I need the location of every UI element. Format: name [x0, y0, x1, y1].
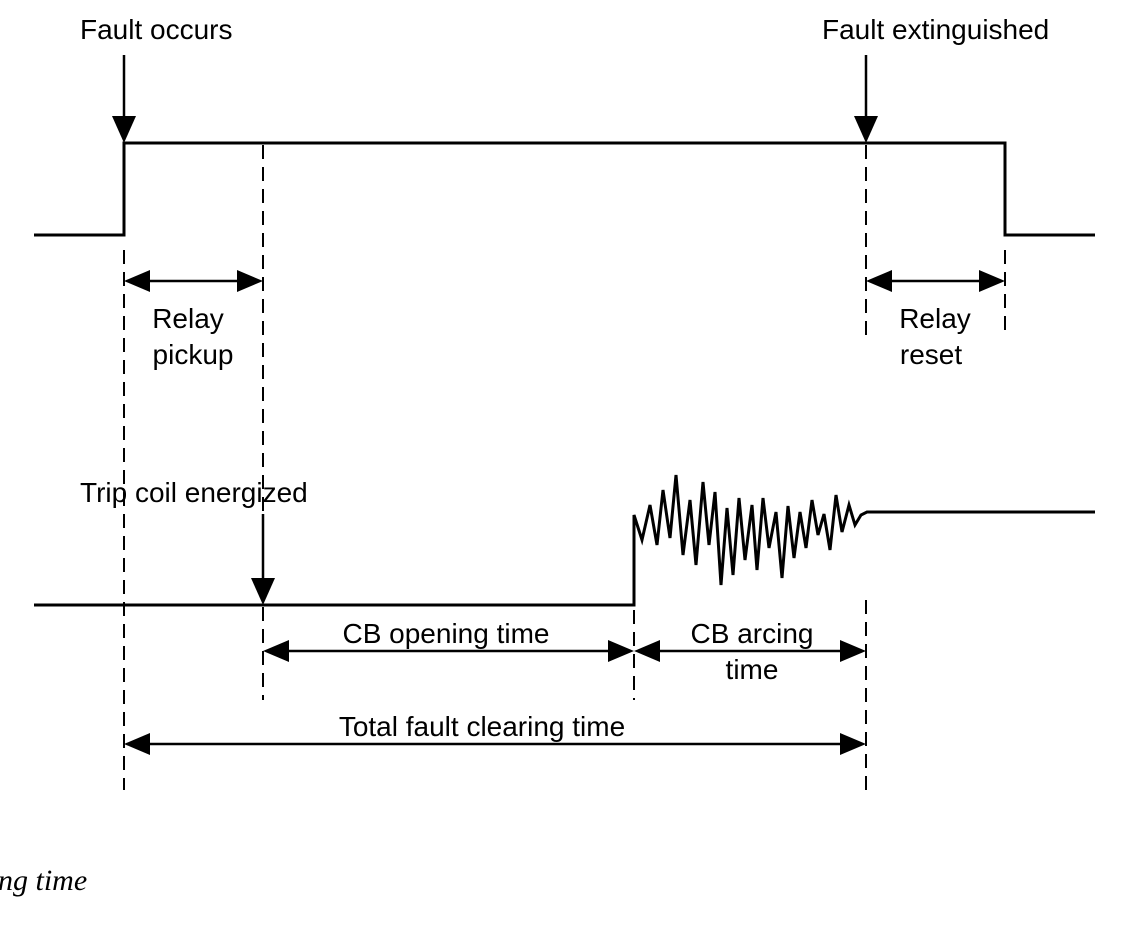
fault-occurs-arrow [112, 55, 136, 143]
figure-caption: ng time [0, 864, 87, 897]
fault-extinguished-arrow [854, 55, 878, 143]
label-cb-opening-time: CB opening time [342, 618, 549, 649]
label-trip-coil-energized: Trip coil energized [80, 477, 308, 508]
cb-opening-dimension [263, 640, 634, 662]
label-total-fault-clearing-time: Total fault clearing time [339, 711, 625, 742]
label-cb-arcing-line1: CB arcing [691, 618, 814, 649]
relay-signal-waveform [34, 141, 1095, 237]
label-fault-occurs: Fault occurs [80, 14, 233, 45]
label-fault-extinguished: Fault extinguished [822, 14, 1049, 45]
relay-reset-dimension [866, 270, 1005, 292]
cb-arcing-dimension [634, 640, 866, 662]
trip-coil-arrow [251, 514, 275, 605]
breaker-signal-waveform [34, 474, 1095, 607]
relay-pickup-dimension [124, 270, 263, 292]
total-clearing-dimension [124, 733, 866, 755]
label-relay-pickup-line1: Relay [152, 303, 224, 334]
label-cb-arcing-line2: time [726, 654, 779, 685]
label-relay-reset-line1: Relay [899, 303, 971, 334]
label-relay-reset-line2: reset [900, 339, 962, 370]
label-relay-pickup-line2: pickup [153, 339, 234, 370]
